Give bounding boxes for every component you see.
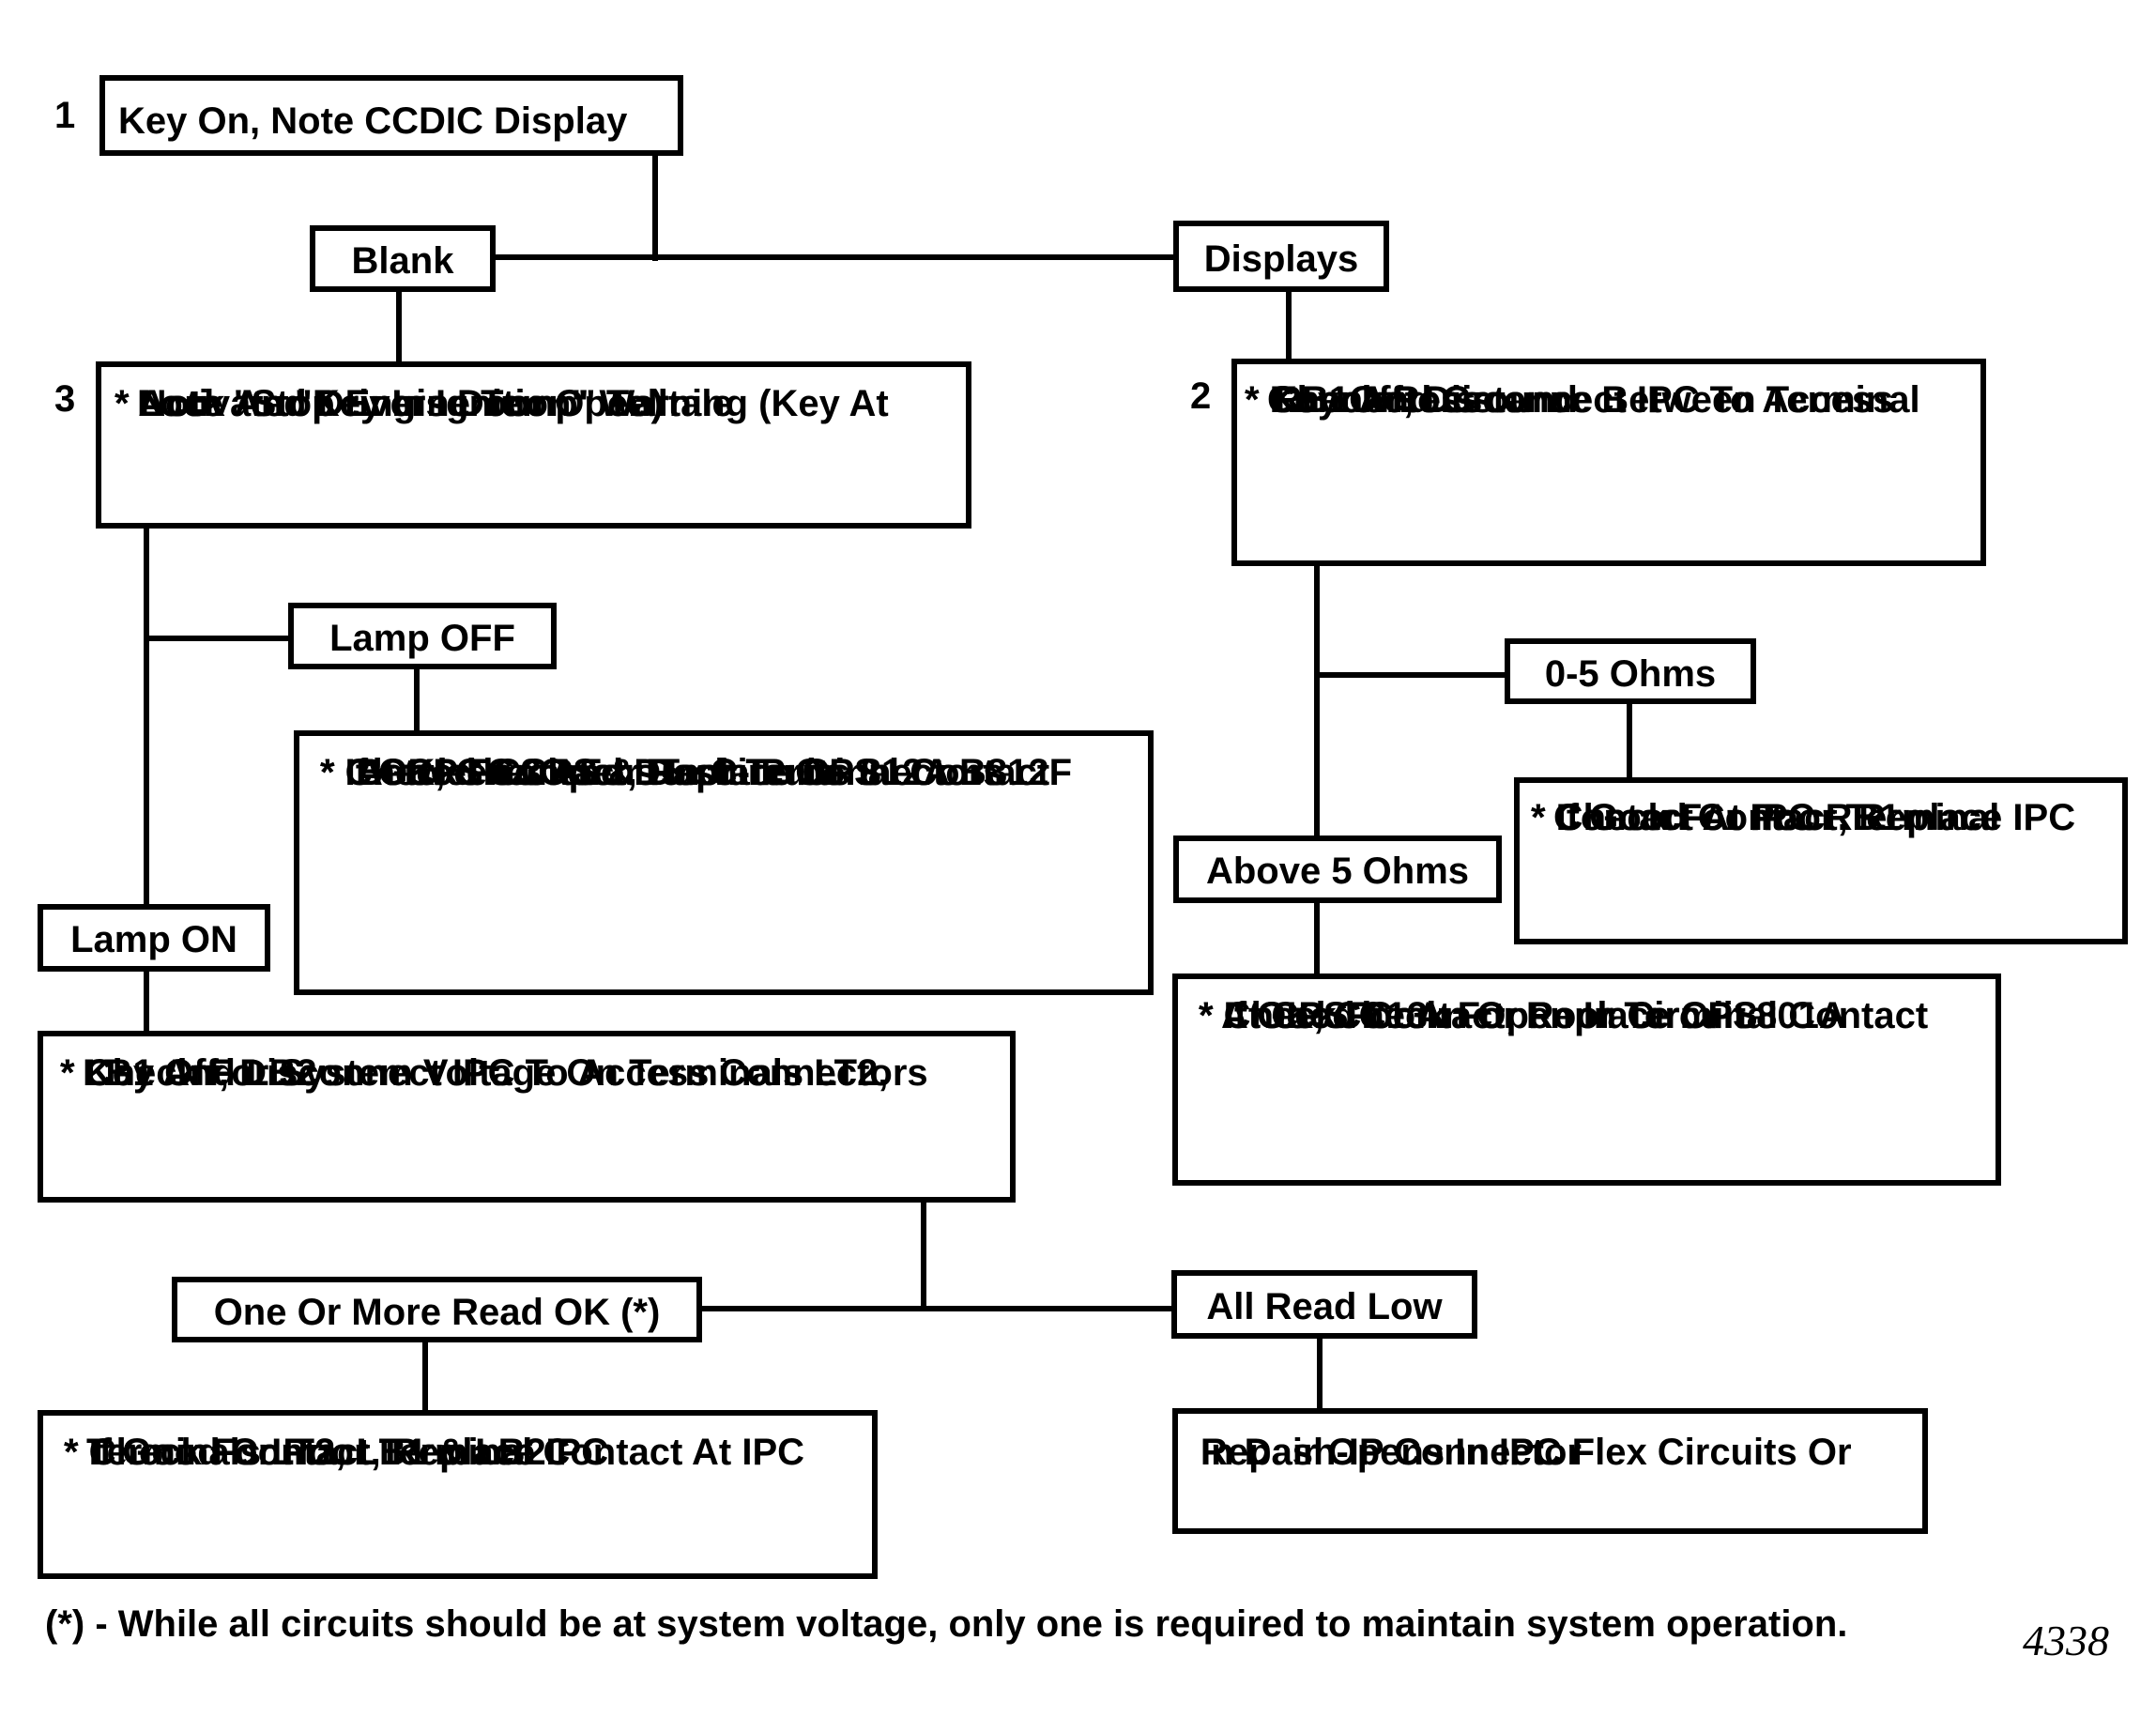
box-line: * If OK, Check For Poor Terminal Contact <box>320 752 1050 793</box>
box-line: * Check For System Voltage On Terminals … <box>60 1052 889 1094</box>
connector-to-lamp-off <box>144 636 289 641</box>
blank-box: Blank <box>310 225 496 292</box>
box-line: * Note "Stop Engine Temp" Telltale <box>115 383 733 424</box>
connector-low-repair <box>1317 1339 1323 1414</box>
box-line: * If Good Contact, Replace IPC <box>64 1432 609 1473</box>
connector-to-ohms-0-5 <box>1314 672 1506 678</box>
connector-ok-low <box>699 1306 1175 1311</box>
box-line: Blank <box>351 240 454 282</box>
box-line: Displays <box>1203 238 1359 280</box>
one-or-more-ok-box: One Or More Read OK (*) <box>172 1277 702 1342</box>
connector-displays-resistance <box>1286 292 1292 362</box>
box-line: LB1 And LB2 <box>83 1052 317 1094</box>
box-line: 0-5 Ohms <box>1544 653 1717 695</box>
box-line: * Check Resistance Between Terminal <box>1245 379 1920 421</box>
box-line: All Read Low <box>1206 1286 1443 1327</box>
box-line: * Key Off, Disconnect IPC To Access <box>1245 379 1894 421</box>
connector-ohms-0-5-rb1 <box>1627 704 1632 780</box>
all-read-low-box: All Read Low <box>1171 1270 1477 1339</box>
above-5-ohms-box: Above 5 Ohms <box>1173 836 1502 903</box>
connector-voltage-junction <box>921 1203 926 1311</box>
box-line: * If Good Contact, Replace CPS <box>1199 995 1758 1036</box>
box-line: Key On, Note CCDIC Display <box>118 100 628 142</box>
box-line: In Dash-IP Connector <box>1200 1432 1582 1473</box>
footnote: (*) - While all circuits should be at sy… <box>45 1603 1848 1645</box>
box-line: Lamp OFF <box>329 618 515 659</box>
step-number-3: 3 <box>54 378 76 420</box>
box-line: Lock And Drivers Door Open) <box>137 383 664 424</box>
box-line: Terminals LT2, LB1 & LB2 <box>86 1432 546 1473</box>
box-line: * Check For Poor Terminal <box>1531 797 2000 838</box>
key-on-box: Key On, Note CCDIC Display <box>99 75 683 156</box>
box-line: One Or More Read OK (*) <box>213 1292 661 1333</box>
connector-lamp-off-opens <box>414 669 420 732</box>
box-line: * Key Off, Disconnect IPC To Access Conn… <box>60 1052 928 1094</box>
connector-ok-lt2 <box>422 1342 428 1414</box>
connector-resistance-above5 <box>1314 566 1320 838</box>
box-line: Lamp ON <box>70 919 237 960</box>
connector-activate-lamp-on <box>144 529 149 907</box>
box-line: Above 5 Ohms <box>1205 851 1470 892</box>
step-number-2: 2 <box>1190 376 1212 417</box>
box-line: Contact At IPC RB1 <box>1553 797 1901 838</box>
lamp-on-box: Lamp ON <box>38 904 270 972</box>
displays-box: Displays <box>1173 221 1389 292</box>
lamp-off-box: Lamp OFF <box>288 603 557 669</box>
poor-contact-rb1-box: * Check For Poor Terminal Contact At IPC… <box>1514 777 2128 944</box>
box-line: Between CPS & Dash-IP Connectors <box>356 752 1004 793</box>
check-resistance-box: * Key Off, Disconnect IPC To Access Conn… <box>1231 359 1986 566</box>
repair-flex-box: Repair Opens In IPC Flex Circuits Or In … <box>1172 1408 1928 1534</box>
connector-blank-activate <box>396 292 402 364</box>
figure-id: 4338 <box>2023 1617 2109 1664</box>
activate-warning-box: * Activate "Key In Ignition" Warning (Ke… <box>96 361 971 529</box>
check-opens-812-box: * Check For Opens In Circuits 812A B812F… <box>294 730 1154 995</box>
ohms-0-5-box: 0-5 Ohms <box>1505 638 1756 704</box>
poor-contact-lt2-box: * Check For Poor Terminal Contact At IPC… <box>38 1410 878 1579</box>
connector-above5-801a <box>1314 903 1320 978</box>
box-line: * If Good Contact, Replace IPC <box>1531 797 2076 838</box>
box-line: At CPS C13 <box>1221 995 1429 1036</box>
connector-blank-displays <box>493 254 1178 260</box>
box-line: Connectors <box>1267 379 1476 421</box>
box-line: * Check For Poor Terminal Contact At IPC <box>64 1432 805 1473</box>
box-line: * Check For An Open In Circuit 801A <box>1199 995 1846 1036</box>
box-line: * Check For Opens In Circuits 812A B812F <box>320 752 1072 793</box>
step-number-1: 1 <box>54 95 76 136</box>
box-line: At CPS C3 And D5 <box>356 752 682 793</box>
box-line: * If OK, Check For Poor Terminal Contact <box>1199 995 1929 1036</box>
box-line: Repair Opens In IPC Flex Circuits Or <box>1200 1432 1852 1473</box>
box-line: RB1 And Ground <box>1275 379 1578 421</box>
check-voltage-box: * Key Off, Disconnect IPC To Access Conn… <box>38 1031 1016 1203</box>
connector-lamp-on-voltage <box>144 972 149 1035</box>
box-line: * If Good Contact, Replace CPS <box>320 752 879 793</box>
check-open-801a-box: * Check For An Open In Circuit 801A * If… <box>1172 973 2001 1186</box>
box-line: * Activate "Key In Ignition" Warning (Ke… <box>115 383 889 424</box>
connector-keyon-junction <box>652 156 658 261</box>
